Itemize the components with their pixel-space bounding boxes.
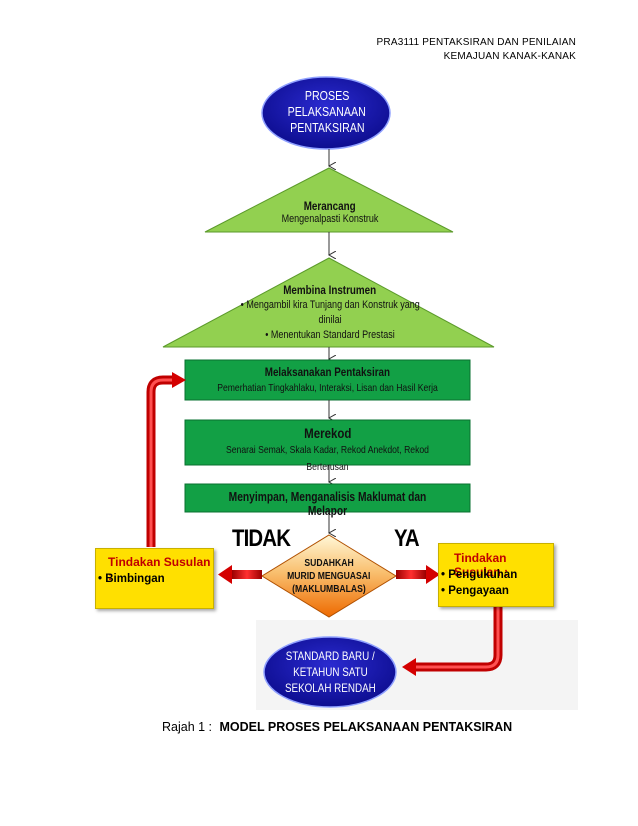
menyimpan-text: Menyimpan, Menganalisis Maklumat dan Mel… <box>185 490 470 518</box>
tidak-label: TIDAK <box>232 525 291 552</box>
merekod-title: Merekod <box>303 425 352 441</box>
start-oval <box>261 76 391 150</box>
melaksanakan-sub: Pemerhatian Tingkahlaku, Interaksi, Lisa… <box>217 382 438 394</box>
decision-line-1: SUDAHKAH <box>304 557 354 569</box>
merekod-sub: Senarai Semak, Skala Kadar, Rekod Anekdo… <box>226 444 429 473</box>
right-followup-item-2: • Pengayaan <box>441 585 509 597</box>
membina-bullet-1b: dinilai <box>318 314 342 326</box>
membina-title: Membina Instrumen <box>283 283 377 297</box>
tidak-arrow-shaft <box>232 570 262 579</box>
merekod-box <box>184 419 471 466</box>
membina-text: Membina Instrumen • Mengambil kira Tunja… <box>200 283 460 343</box>
figure-caption: Rajah 1 : MODEL PROSES PELAKSANAAN PENTA… <box>162 720 512 734</box>
to-end-arrow-head <box>402 658 416 676</box>
page-header: PRA3111 PENTAKSIRAN DAN PENILAIAN KEMAJU… <box>377 36 576 64</box>
merekod-text: Merekod Senarai Semak, Skala Kadar, Reko… <box>185 425 470 476</box>
start-line-1: PROSES <box>304 88 350 103</box>
membina-bullet-1a: • Mengambil kira Tunjang dan Konstruk ya… <box>240 299 420 311</box>
end-line-3: SEKOLAH RENDAH <box>284 681 376 695</box>
ya-arrow-shaft <box>396 570 426 579</box>
merancang-title: Merancang <box>304 199 356 213</box>
start-line-3: PENTAKSIRAN <box>289 120 365 135</box>
header-line-1: PRA3111 PENTAKSIRAN DAN PENILAIAN <box>376 37 576 48</box>
left-followup-title: Tindakan Susulan : <box>108 555 211 583</box>
left-followup-item-1: • Bimbingan <box>98 573 165 585</box>
start-oval-text: PROSES PELAKSANAAN PENTAKSIRAN <box>262 88 392 136</box>
caption-title: MODEL PROSES PELAKSANAAN PENTAKSIRAN <box>219 720 513 734</box>
right-followup-item-1: • Pengukuhan <box>441 569 518 581</box>
loop-back-arrow <box>146 375 172 547</box>
menyimpan-box <box>184 483 471 513</box>
decision-line-2: MURID MENGUASAI <box>287 570 371 582</box>
melaksanakan-text: Melaksanakan Pentaksiran Pemerhatian Tin… <box>185 364 470 396</box>
melaksanakan-title: Melaksanakan Pentaksiran <box>264 365 391 379</box>
decision-line-3: (MAKLUMBALAS) <box>292 583 366 595</box>
decision-diamond <box>261 534 397 618</box>
end-line-1: STANDARD BARU / <box>285 649 375 663</box>
left-followup-box: Tindakan Susulan : • Bimbingan <box>95 548 214 609</box>
ya-arrow-head <box>426 565 440 584</box>
ya-label: YA <box>394 525 420 552</box>
header-line-2: KEMAJUAN KANAK-KANAK <box>443 51 576 62</box>
caption-prefix: Rajah 1 : <box>162 720 213 734</box>
right-followup-title: Tindakan Susulan : <box>454 551 509 579</box>
tidak-arrow-head <box>218 565 232 584</box>
merancang-sub: Mengenalpasti Konstruk <box>281 213 379 225</box>
loop-back-arrow-head <box>172 372 186 388</box>
end-line-2: KETAHUN SATU <box>292 665 368 679</box>
merancang-text: Merancang Mengenalpasti Konstruk <box>230 199 430 225</box>
end-oval <box>263 636 397 708</box>
menyimpan-title: Menyimpan, Menganalisis Maklumat dan Mel… <box>228 490 427 518</box>
right-followup-box: Tindakan Susulan : • Pengukuhan • Pengay… <box>438 543 554 607</box>
end-oval-text: STANDARD BARU / KETAHUN SATU SEKOLAH REN… <box>265 648 395 696</box>
decision-text: SUDAHKAH MURID MENGUASAI (MAKLUMBALAS) <box>270 557 388 596</box>
membina-bullet-2: • Menentukan Standard Prestasi <box>265 329 395 341</box>
start-line-2: PELAKSANAAN <box>287 104 367 119</box>
